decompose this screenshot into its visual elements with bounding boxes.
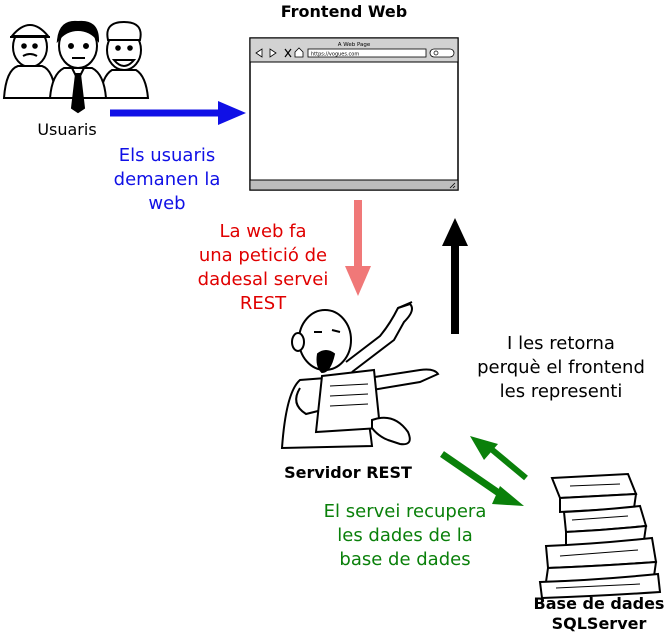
browser-url: https://vogues.com — [311, 52, 359, 58]
response-step-text: I les retorna perquè el frontend les rep… — [462, 332, 660, 404]
workers-icon — [2, 20, 150, 114]
users-step-text: Els usuaris demanen la web — [96, 144, 238, 216]
db-step-line: les dades de la — [337, 525, 473, 546]
server-to-web-arrow — [442, 218, 468, 334]
db-step-line: base de dades — [339, 549, 471, 570]
db-label: Base de dades SQLServer — [526, 594, 672, 634]
response-step-line: perquè el frontend — [477, 357, 645, 378]
web-to-server-arrow — [345, 200, 371, 296]
users-to-web-arrow — [110, 101, 246, 125]
orator-icon — [280, 301, 440, 450]
request-step-line: dadesal servei — [197, 269, 329, 290]
response-step-line: I les retorna — [507, 333, 615, 354]
browser-title: A Web Page — [338, 42, 371, 48]
server-db-arrows — [440, 436, 528, 506]
server-label: Servidor REST — [284, 463, 412, 482]
request-step-text: La web fa una petició de dadesal servei … — [178, 220, 348, 316]
books-icon — [538, 472, 662, 600]
users-step-line: demanen la — [113, 169, 221, 190]
users-step-line: Els usuaris — [118, 145, 216, 166]
db-label-line2: SQLServer — [551, 614, 647, 633]
request-step-line: una petició de — [198, 245, 328, 266]
frontend-title: Frontend Web — [280, 2, 408, 21]
db-step-line: El servei recupera — [323, 501, 487, 522]
db-label-line1: Base de dades — [533, 594, 665, 613]
browser-window-icon: A Web Page https://vogues.com — [249, 37, 459, 191]
db-step-text: El servei recupera les dades de la base … — [308, 500, 502, 572]
response-step-line: les representi — [499, 381, 623, 402]
request-step-line: REST — [239, 293, 287, 314]
users-label: Usuaris — [37, 120, 97, 139]
users-step-line: web — [148, 193, 186, 214]
request-step-line: La web fa — [219, 221, 307, 242]
